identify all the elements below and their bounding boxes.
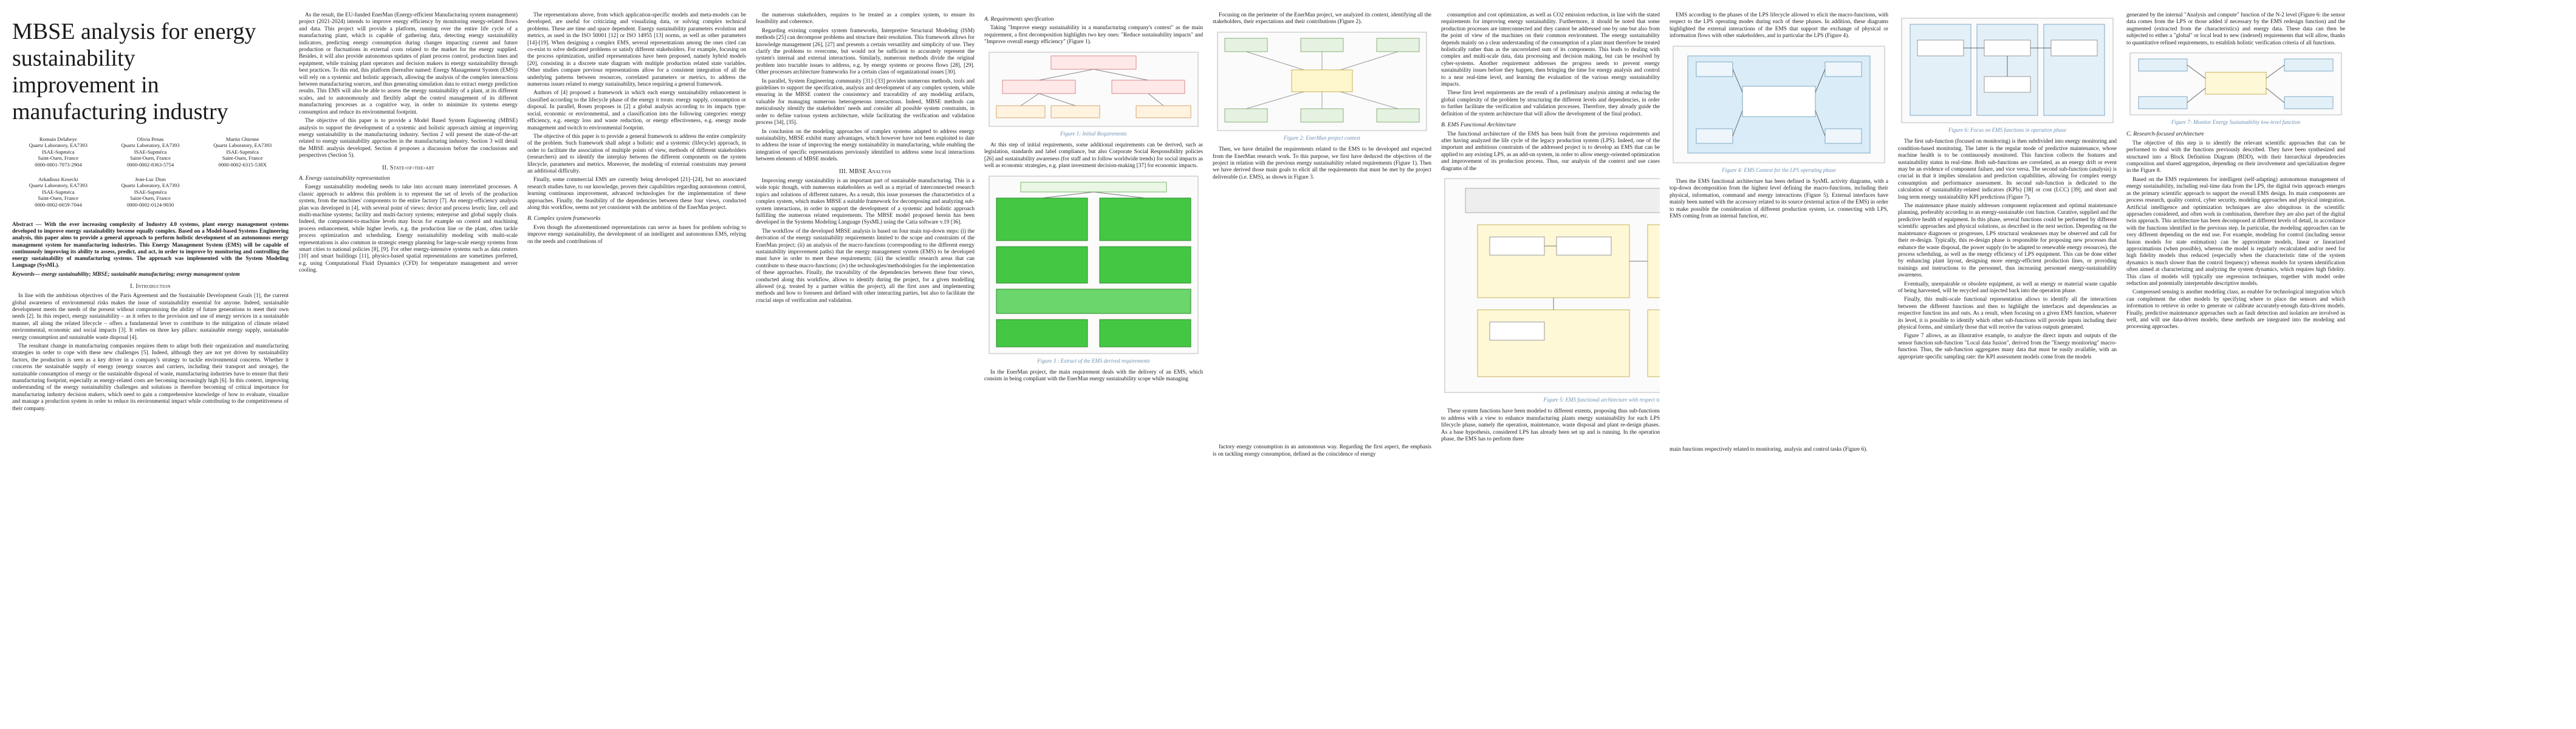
- paragraph: Energy sustainability modeling needs to …: [299, 184, 518, 274]
- column-4: the numerous stakeholders, requires to b…: [756, 12, 975, 723]
- subsection-heading: A. Requirements specification: [984, 16, 1054, 22]
- figure-7: Figure 7: Monitor Energy Sustainability …: [2126, 50, 2345, 126]
- paragraph: Regarding existing complex system framew…: [756, 27, 975, 76]
- subsection-heading: C. Research-focused architecture: [2126, 131, 2204, 138]
- paragraph: The objective of this step is to identif…: [2126, 140, 2345, 174]
- paragraph: factory energy consumption in an autonom…: [1213, 444, 1431, 457]
- paragraph: The maintenance phase mainly addresses c…: [1898, 203, 2117, 279]
- paragraph: generated by the internal "Analysis and …: [2126, 12, 2345, 46]
- paragraph: The representations above, from which ap…: [527, 12, 746, 88]
- paragraph: Taking "Improve energy sustainability in…: [984, 25, 1203, 46]
- paper-title: MBSE analysis for energy sustainability …: [12, 18, 289, 125]
- column-9: Figure 6: Focus on EMS functions in oper…: [1898, 12, 2117, 723]
- column-3: The representations above, from which ap…: [527, 12, 746, 723]
- paragraph: As the result, the EU-funded EnerMan (En…: [299, 12, 518, 115]
- column-10: generated by the internal "Analysis and …: [2126, 12, 2345, 723]
- project-context-diagram: [1217, 32, 1427, 131]
- paragraph: The first sub-function (focused on monit…: [1898, 139, 2117, 200]
- paragraph: The functional architecture of the EMS h…: [1441, 131, 1660, 172]
- abstract: Abstract — With the ever increasing comp…: [12, 221, 289, 269]
- paragraph: consumption and cost optimization, as we…: [1441, 12, 1660, 88]
- derived-requirements-diagram: [988, 176, 1199, 354]
- paragraph: The resultant change in manufacturing co…: [12, 343, 289, 412]
- paragraph: Figure 7 allows, as an illustrative exam…: [1898, 333, 2117, 360]
- subsection-heading: B. Complex system frameworks: [527, 215, 601, 222]
- paragraph: At this step of initial requirements, so…: [984, 142, 1203, 169]
- keywords: Keywords— energy sustainability; MBSE; s…: [12, 271, 240, 278]
- figure-caption: Figure 4: EMS Context for the LPS operat…: [1722, 166, 1836, 173]
- requirements-diagram: [988, 52, 1199, 127]
- section-heading: I. Introduction: [130, 282, 171, 290]
- paragraph: Focusing on the perimeter of the EnerMan…: [1213, 12, 1431, 26]
- operation-phase-functions-diagram: [1901, 18, 2114, 123]
- paragraph: Even though the aforementioned represent…: [527, 224, 746, 245]
- paragraph: Finally, some commercial EMS are current…: [527, 177, 746, 211]
- column-8: EMS according to the phases of the LPS l…: [1670, 12, 1888, 723]
- paragraph: The objective of this paper is to provid…: [299, 118, 518, 159]
- section-heading: III. MBSE Analysis: [839, 168, 891, 175]
- subsection-heading: A. Energy sustainability representation: [299, 174, 390, 182]
- title-line-1: MBSE analysis for energy sustainability: [12, 19, 256, 71]
- monitor-energy-sustainability-diagram: [2129, 52, 2342, 115]
- title-line-2: improvement in manufacturing industry: [12, 72, 228, 125]
- paragraph: In conclusion on the modeling approaches…: [756, 128, 975, 163]
- paragraph: Eventually, unrepairable or obsolete equ…: [1898, 281, 2117, 294]
- figure-3-spacer: [1213, 183, 1431, 444]
- figure-3: Figure 3 : Extract of the EMS derived re…: [984, 174, 1203, 364]
- column-1: MBSE analysis for energy sustainability …: [12, 12, 289, 723]
- figure-2: Figure 2: EnerMan project context: [1213, 30, 1431, 142]
- column-6: Focusing on the perimeter of the EnerMan…: [1213, 12, 1431, 723]
- column-2: As the result, the EU-funded EnerMan (En…: [299, 12, 518, 723]
- paragraph: The objective of this paper is to provid…: [527, 133, 746, 174]
- figure-caption: Figure 6: Focus on EMS functions in oper…: [1948, 127, 2067, 133]
- figure-4: Figure 4: EMS Context for the LPS operat…: [1670, 44, 1888, 174]
- figure-caption: Figure 1: Initial Requirements: [1060, 130, 1127, 137]
- section-heading: II. State-of-the-art: [382, 164, 434, 171]
- paragraph: In line with the ambitious objectives of…: [12, 293, 289, 341]
- paragraph: These first level requirements are the r…: [1441, 90, 1660, 117]
- paragraph: In the EnerMan project, the main require…: [984, 369, 1203, 383]
- subsection-heading: B. EMS Functional Architecture: [1441, 122, 1516, 129]
- paragraph: Finally, this multi-scale functional rep…: [1898, 296, 2117, 330]
- paragraph: the numerous stakeholders, requires to b…: [756, 12, 975, 26]
- paragraph: Compressed sensing is another modeling c…: [2126, 289, 2345, 330]
- figure-caption: Figure 5: EMS functional architecture wi…: [1543, 396, 1660, 403]
- paragraph: The workflow of the developed MBSE analy…: [756, 228, 975, 304]
- figure-1: Figure 1: Initial Requirements: [984, 50, 1203, 137]
- paragraph: Based on the EMS requirements for intell…: [2126, 176, 2345, 287]
- paragraph: Improving energy sustainability is an im…: [756, 177, 975, 226]
- figure-caption: Figure 7: Monitor Energy Sustainability …: [2171, 119, 2301, 126]
- paragraph: main functions respectively related to m…: [1670, 447, 1868, 453]
- figure-caption: Figure 3 : Extract of the EMS derived re…: [1037, 357, 1150, 364]
- paragraph: Then the EMS functional architecture has…: [1670, 179, 1888, 220]
- ems-context-diagram: [1673, 46, 1885, 163]
- column-5: A. Requirements specification Taking "Im…: [984, 12, 1203, 723]
- figure-5-spacer: [1670, 222, 1888, 447]
- paragraph: Then, we have detailed the requirements …: [1213, 146, 1431, 180]
- column-7: consumption and cost optimization, as we…: [1441, 12, 1660, 723]
- paragraph: In parallel, System Engineering communit…: [756, 78, 975, 126]
- paragraph: These system functions have been modeled…: [1441, 408, 1660, 442]
- paragraph: Authors of [4] proposed a framework in w…: [527, 90, 746, 131]
- figure-6: Figure 6: Focus on EMS functions in oper…: [1898, 16, 2117, 134]
- functional-architecture-diagram: [1444, 178, 1660, 393]
- figure-5: Figure 5: EMS functional architecture wi…: [1441, 176, 1660, 403]
- figure-caption: Figure 2: EnerMan project context: [1284, 134, 1360, 141]
- paragraph: EMS according to the phases of the LPS l…: [1670, 12, 1888, 39]
